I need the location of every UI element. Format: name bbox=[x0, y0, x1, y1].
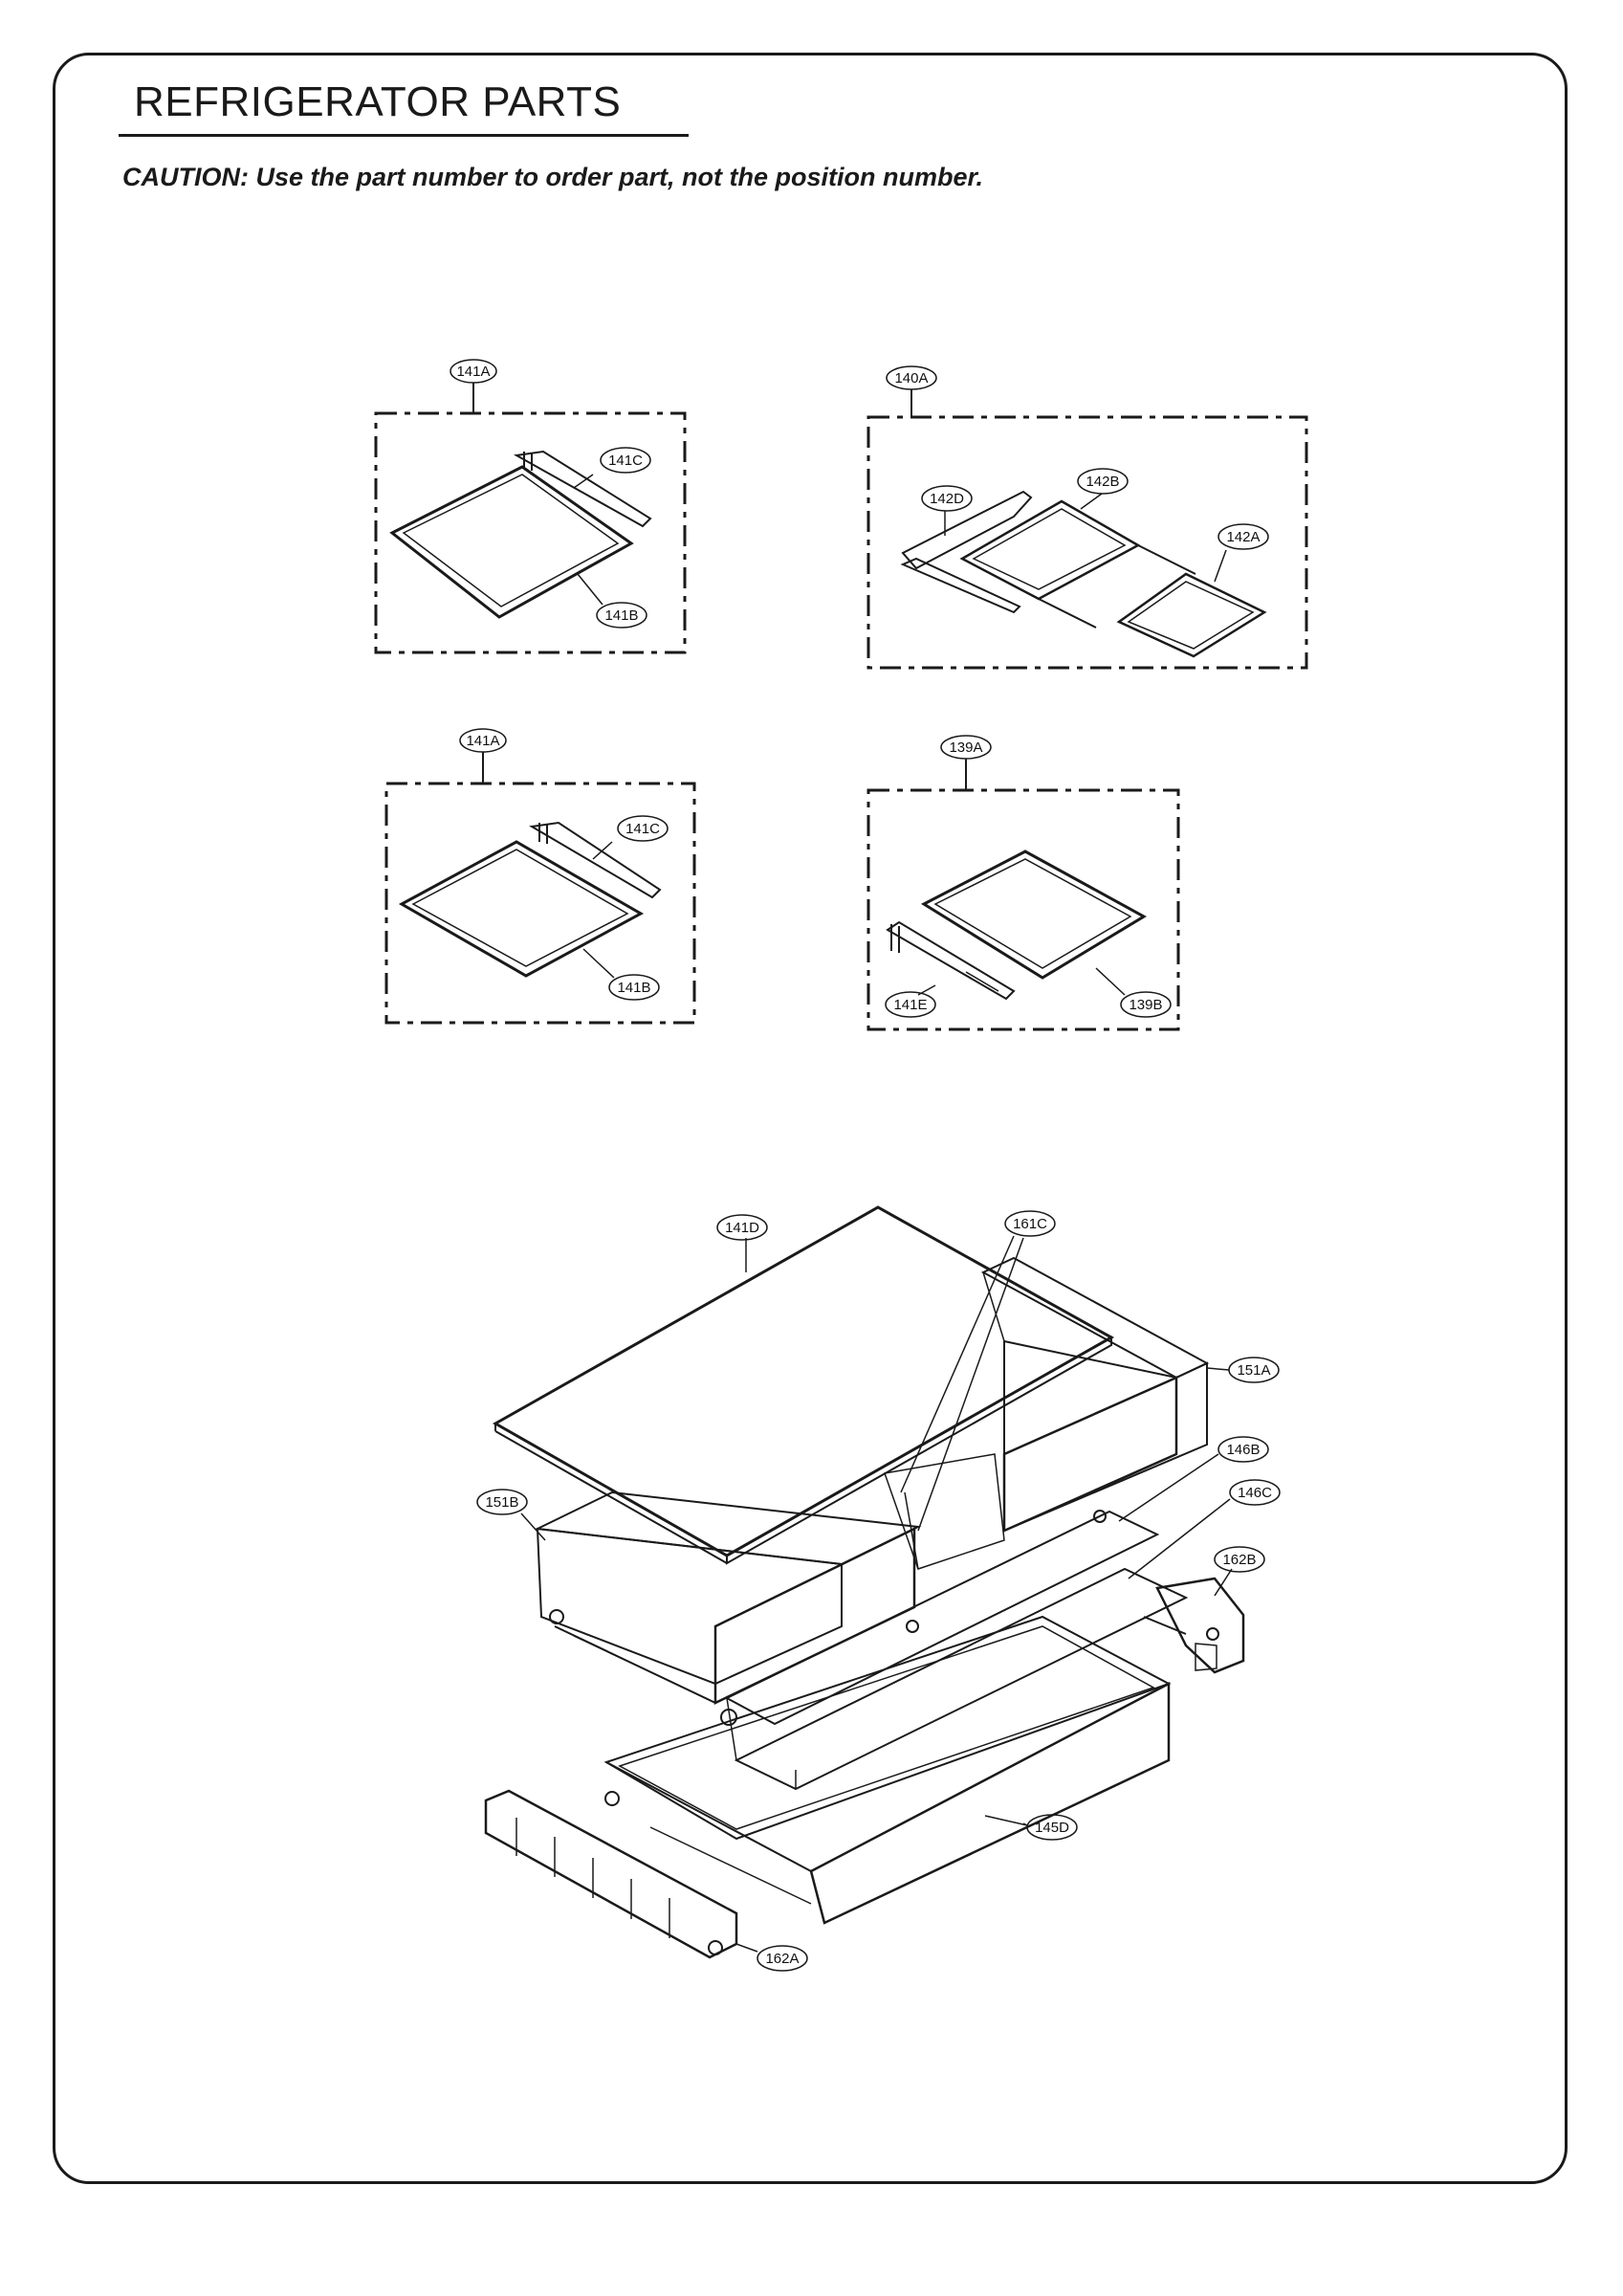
callout-141c[interactable]: 141C bbox=[600, 447, 651, 474]
callout-146b[interactable]: 146B bbox=[1217, 1436, 1269, 1463]
page-frame bbox=[53, 53, 1568, 2184]
callout-leader bbox=[900, 1235, 1015, 1493]
assembly-139a: 139A 141E 139B bbox=[866, 735, 1180, 1031]
drawer-assembly: 141D 161C 151A 151B 146B 146C bbox=[476, 1205, 1281, 1972]
callout-label: 151A bbox=[1237, 1362, 1270, 1379]
callout-leader bbox=[984, 1815, 1028, 1826]
callout-leader bbox=[1206, 1367, 1230, 1371]
assembly-boundary bbox=[866, 415, 1308, 670]
callout-label: 139A bbox=[949, 740, 982, 756]
assembly-boundary bbox=[384, 782, 696, 1025]
callout-label: 142D bbox=[930, 491, 964, 507]
drawer-151b bbox=[534, 1490, 922, 1726]
callout-141d[interactable]: 141D bbox=[716, 1214, 768, 1241]
callout-leader bbox=[1080, 493, 1103, 510]
shelf-frame-142b bbox=[959, 499, 1196, 629]
callout-leader bbox=[1118, 1453, 1219, 1522]
callout-leader bbox=[1214, 549, 1227, 583]
rail-146b-146c bbox=[724, 1510, 1189, 1791]
callout-label: 141B bbox=[617, 980, 650, 996]
page-title: REFRIGERATOR PARTS bbox=[134, 78, 622, 125]
callout-162a[interactable]: 162A bbox=[757, 1945, 808, 1972]
callout-leader bbox=[1095, 967, 1126, 996]
callout-label: 162B bbox=[1222, 1552, 1256, 1568]
shelf-glass-141b bbox=[398, 840, 645, 978]
callout-label: 142B bbox=[1086, 474, 1119, 490]
callout-142a[interactable]: 142A bbox=[1217, 523, 1269, 550]
callout-141b[interactable]: 141B bbox=[596, 602, 647, 629]
callout-leader bbox=[1128, 1498, 1231, 1579]
callout-141b[interactable]: 141B bbox=[608, 974, 660, 1001]
shelf-glass-141b bbox=[389, 465, 634, 619]
callout-leader bbox=[1214, 1568, 1233, 1597]
callout-162b[interactable]: 162B bbox=[1214, 1546, 1265, 1573]
assembly-141a-top: 141A 141C 141B bbox=[374, 359, 687, 654]
drawer-145d bbox=[603, 1615, 1172, 1925]
callout-leader bbox=[577, 573, 603, 606]
callout-label: 141A bbox=[456, 364, 490, 380]
callout-161c[interactable]: 161C bbox=[1004, 1210, 1056, 1237]
callout-label: 141D bbox=[725, 1220, 759, 1236]
title-underline bbox=[119, 134, 689, 137]
shelf-glass-139b bbox=[920, 850, 1148, 980]
callout-139a[interactable]: 139A bbox=[940, 735, 992, 760]
callout-label: 141C bbox=[625, 821, 660, 837]
shelf-bracket-141e bbox=[886, 920, 1016, 1001]
shelf-rail-142d bbox=[900, 490, 1033, 614]
callout-142d[interactable]: 142D bbox=[921, 485, 973, 512]
cover-141d bbox=[492, 1205, 1115, 1565]
divider-161c bbox=[883, 1453, 1005, 1570]
callout-label: 141A bbox=[466, 733, 499, 749]
callout-141c[interactable]: 141C bbox=[617, 815, 669, 842]
guide-162b bbox=[1143, 1577, 1245, 1674]
callout-145d[interactable]: 145D bbox=[1026, 1814, 1078, 1841]
callout-label: 161C bbox=[1013, 1216, 1047, 1232]
shelf-glass-142a bbox=[1116, 572, 1267, 658]
callout-label: 141C bbox=[608, 453, 643, 469]
callout-label: 145D bbox=[1035, 1820, 1069, 1836]
callout-label: 140A bbox=[894, 370, 928, 386]
callout-146c[interactable]: 146C bbox=[1229, 1479, 1281, 1506]
callout-label: 151B bbox=[485, 1494, 518, 1511]
callout-151a[interactable]: 151A bbox=[1228, 1357, 1280, 1383]
callout-leader bbox=[592, 841, 613, 860]
callout-leader bbox=[573, 474, 594, 489]
callout-leader bbox=[582, 948, 615, 979]
callout-label: 162A bbox=[765, 1951, 799, 1967]
callout-151b[interactable]: 151B bbox=[476, 1489, 528, 1515]
callout-leader bbox=[735, 1943, 758, 1953]
shelf-bracket-141c bbox=[513, 450, 652, 528]
assembly-boundary bbox=[374, 411, 687, 654]
callout-label: 141B bbox=[604, 607, 638, 624]
callout-141e[interactable]: 141E bbox=[885, 991, 936, 1018]
callout-142b[interactable]: 142B bbox=[1077, 468, 1129, 495]
callout-leader bbox=[917, 1237, 1024, 1532]
assembly-boundary bbox=[866, 788, 1180, 1031]
callout-leader bbox=[520, 1512, 546, 1541]
callout-label: 142A bbox=[1226, 529, 1260, 545]
caution-note: CAUTION: Use the part number to order pa… bbox=[122, 163, 984, 191]
callout-label: 139B bbox=[1129, 997, 1162, 1013]
callout-label: 146C bbox=[1238, 1485, 1272, 1501]
drawer-151a bbox=[980, 1256, 1210, 1533]
callout-141a[interactable]: 141A bbox=[459, 728, 507, 753]
assembly-140a: 140A 142D 142B 142A bbox=[866, 365, 1308, 670]
callout-141a[interactable]: 141A bbox=[450, 359, 497, 384]
callout-label: 141E bbox=[893, 997, 927, 1013]
callout-140a[interactable]: 140A bbox=[886, 365, 937, 390]
assembly-141a-mid: 141A 141C 141B bbox=[384, 728, 696, 1025]
callout-139b[interactable]: 139B bbox=[1120, 991, 1172, 1018]
callout-label: 146B bbox=[1226, 1442, 1260, 1458]
shelf-bracket-141c bbox=[529, 821, 662, 899]
